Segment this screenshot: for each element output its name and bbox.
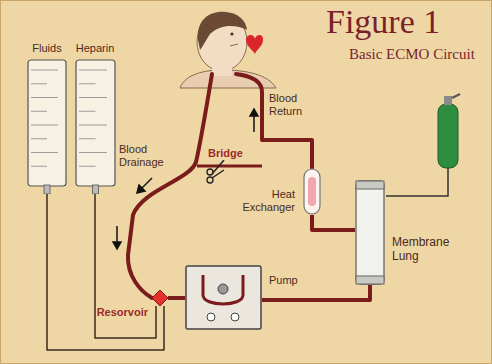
exchanger-shell bbox=[304, 169, 320, 214]
lung-cap bbox=[356, 276, 384, 284]
gas-line bbox=[386, 168, 448, 196]
part-label: Bridge bbox=[207, 147, 244, 160]
graduation-mark bbox=[31, 83, 47, 84]
part-label: Resorvoir bbox=[96, 306, 149, 319]
graduation-mark bbox=[31, 70, 58, 71]
lung-cap bbox=[356, 181, 384, 189]
graduation-mark bbox=[79, 125, 107, 126]
tube-connector bbox=[47, 194, 164, 350]
pump-rotor bbox=[218, 284, 228, 294]
mouth bbox=[230, 44, 238, 46]
bag-port bbox=[44, 185, 50, 194]
drainage-tube bbox=[128, 74, 212, 298]
tank-outlet bbox=[452, 94, 460, 98]
flow-label: Blood Return bbox=[268, 92, 316, 117]
pump-raceway bbox=[203, 275, 243, 304]
tube-connector bbox=[95, 194, 156, 338]
figure-title: Figure 1 bbox=[326, 2, 440, 41]
pump: Pump bbox=[185, 265, 262, 330]
part-label: Fluids bbox=[26, 42, 68, 55]
graduation-mark bbox=[31, 111, 47, 112]
flow-arrows bbox=[113, 109, 258, 249]
part-label: Heat Exchanger bbox=[232, 188, 296, 213]
arrow-head bbox=[137, 185, 145, 193]
fluid-bag-outline bbox=[26, 58, 68, 194]
heat-exchanger: Heat Exchanger bbox=[302, 168, 322, 215]
eye bbox=[230, 32, 233, 35]
pump-housing bbox=[186, 266, 261, 329]
patient bbox=[180, 12, 276, 88]
scissor-blade bbox=[212, 160, 224, 178]
scissor-loop bbox=[207, 169, 213, 175]
graduation-mark bbox=[31, 166, 47, 167]
graduation-mark bbox=[79, 70, 107, 71]
reservoir-outline bbox=[152, 290, 168, 306]
graduation-mark bbox=[31, 138, 47, 139]
exchanger-core bbox=[308, 177, 316, 206]
pump-outline bbox=[185, 265, 262, 330]
pump-knob bbox=[207, 313, 215, 321]
hair bbox=[198, 12, 247, 50]
pump-knob bbox=[231, 313, 239, 321]
reservoir: Resorvoir bbox=[152, 290, 168, 306]
neck bbox=[212, 64, 232, 76]
reservoir-valve bbox=[152, 290, 168, 306]
membrane-lung-outline bbox=[355, 180, 385, 285]
bridge-tube bbox=[197, 165, 262, 168]
lung-body bbox=[356, 181, 384, 284]
fluid-bag: Fluids bbox=[26, 42, 68, 194]
bag-body bbox=[28, 60, 66, 186]
bag-port bbox=[92, 185, 98, 194]
graduation-mark bbox=[79, 83, 96, 84]
tank-body bbox=[438, 104, 458, 168]
heat-exchanger-outline bbox=[302, 168, 322, 215]
graduation-mark bbox=[79, 138, 96, 139]
arrow-head bbox=[113, 242, 121, 249]
graduation-mark bbox=[31, 97, 58, 98]
clamp-scissors bbox=[207, 160, 224, 183]
graduation-mark bbox=[79, 111, 96, 112]
part-label: Heparin bbox=[74, 42, 117, 55]
heart bbox=[246, 35, 263, 54]
flow-label: Blood Drainage bbox=[118, 143, 170, 168]
figure-subtitle: Basic ECMO Circuit bbox=[348, 46, 476, 63]
membrane-lung: Membrane Lung bbox=[355, 180, 385, 285]
tube-connector bbox=[262, 285, 370, 300]
oxygen-tank bbox=[386, 94, 460, 196]
graduation-mark bbox=[79, 166, 96, 167]
heparin-bag: Heparin bbox=[74, 42, 117, 194]
arrow-head bbox=[250, 109, 258, 116]
tank-valve bbox=[444, 96, 452, 105]
graduation-mark bbox=[31, 152, 58, 153]
heparin-bag-outline bbox=[74, 58, 117, 194]
return-tube bbox=[236, 74, 312, 168]
part-label: Pump bbox=[268, 274, 299, 287]
bag-body bbox=[76, 60, 115, 186]
graduation-mark bbox=[79, 97, 107, 98]
tube-connector bbox=[168, 296, 185, 300]
part-label: Membrane Lung bbox=[391, 236, 453, 264]
graduation-mark bbox=[31, 125, 58, 126]
graduation-mark bbox=[79, 152, 107, 153]
tube-connector bbox=[312, 215, 355, 230]
